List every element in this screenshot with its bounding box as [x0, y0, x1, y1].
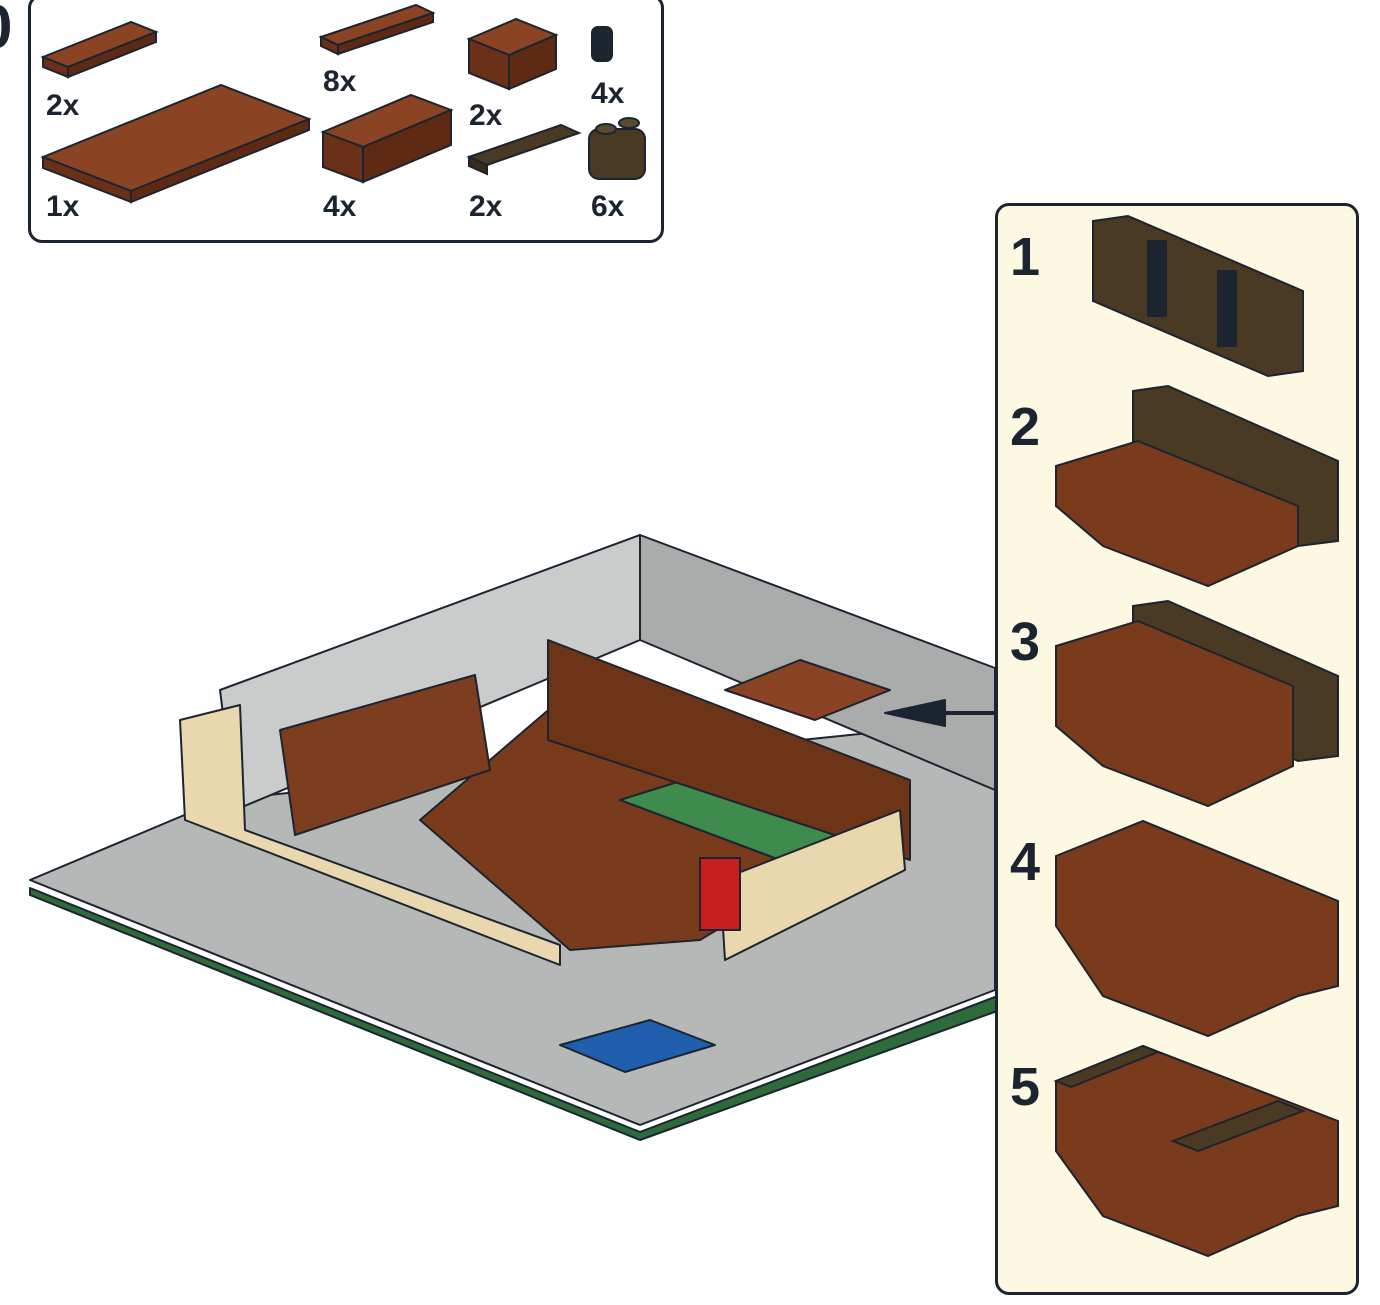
main-model-illustration	[29, 534, 1000, 1141]
substep-2-assembly	[1055, 384, 1339, 588]
qty-label: 8x	[323, 65, 357, 98]
substep-1-cylinder-wall	[1092, 214, 1304, 378]
qty-label: 2x	[469, 190, 503, 223]
substep-number: 5	[1010, 1057, 1041, 1117]
tan-wall-right	[719, 809, 906, 961]
substep-number: 1	[1010, 227, 1041, 287]
substep-illustrations	[1053, 214, 1339, 1258]
substep-3-assembly	[1055, 599, 1339, 808]
drain-grate	[559, 1019, 716, 1073]
substep-number: 4	[1010, 832, 1041, 892]
arrow-head-icon	[884, 699, 946, 727]
qty-label: 2x	[469, 99, 503, 132]
part-plate-4x8	[40, 83, 312, 204]
part-tile-1x4-dark	[466, 123, 582, 176]
red-mailbox	[699, 857, 741, 931]
substep-number: 3	[1010, 612, 1041, 672]
part-brick-2x4	[320, 93, 454, 184]
bench-top	[724, 659, 891, 721]
qty-label: 1x	[46, 190, 80, 223]
part-cylinder-brick-1x2	[588, 117, 646, 180]
qty-label: 4x	[591, 77, 625, 110]
step-number: 0	[0, 0, 12, 63]
substeps-panel: 1 2 3 4 5	[995, 203, 1359, 1295]
brown-wall-center	[547, 639, 911, 861]
qty-label: 2x	[46, 89, 80, 122]
substep-5-assembly	[1053, 1044, 1339, 1258]
qty-label: 6x	[591, 190, 625, 223]
substep-number: 2	[1010, 397, 1041, 457]
substep-4-assembly	[1055, 819, 1339, 1038]
brown-wall-left	[279, 674, 491, 836]
parts-illustrations	[40, 3, 646, 204]
part-brick-2x2	[466, 17, 559, 91]
part-plate-1x4	[40, 20, 159, 79]
baseplate-green-edge	[29, 887, 1000, 1141]
part-round-brick-1x1	[591, 26, 613, 62]
tan-wall-left	[179, 704, 561, 966]
qty-label: 4x	[323, 190, 357, 223]
part-tile-1x4	[318, 3, 436, 56]
parts-list-box: 2x 1x 8x 4x 2x 2x 4x 6x	[28, 0, 664, 243]
